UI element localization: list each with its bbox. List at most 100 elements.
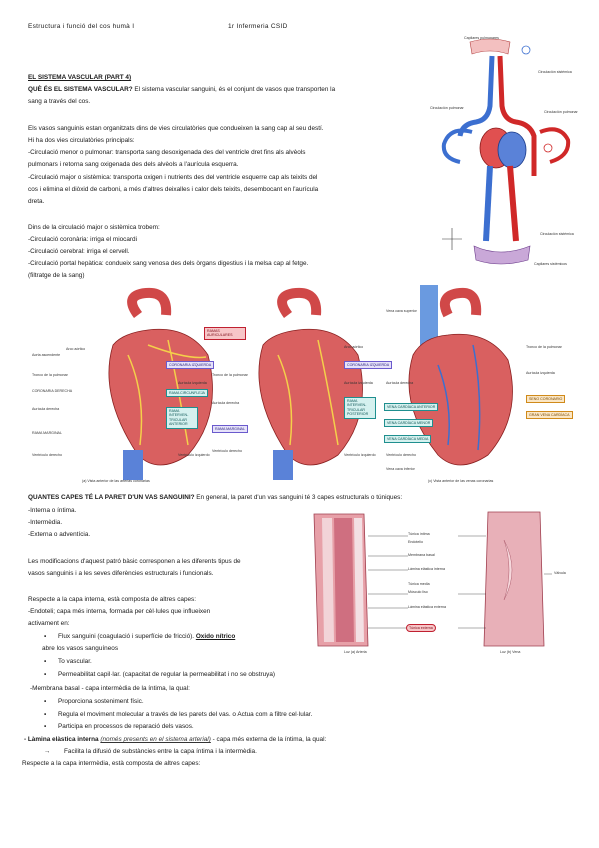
memb-item-1: ▪Proporciona sosteniment físic. [44,696,144,708]
p6-line2-text: Facilita la difusió de substàncies entre… [64,748,257,755]
pulmonary-right-loop [539,127,571,164]
p3-line1: Les modificacions d'aquest patró bàsic c… [28,558,241,565]
endo-item-1: ▪Flux sanguini (coagulació i superfície … [44,631,235,643]
h2-box-ramas-auriculares: RAMAS AURICULARES [204,327,246,340]
descending-aorta [507,165,519,242]
valve-shape [503,539,513,601]
memb-item-3: ▪ Participa en processos de reparació del… [44,721,194,733]
h1-box-circunfleja: RAMA CIRCUNFLEJA [166,389,208,398]
q2-line: QUANTES CAPES TÉ LA PARET D'UN VAS SANGU… [28,492,402,504]
h1-label-aorta: Aorta ascendente [32,353,61,357]
vessel-label-intima: Túnica íntima [408,532,430,536]
h2-vessels [277,339,339,446]
p2-line2: -Circulació coronària: irriga el miocard… [28,236,138,243]
p6-line2: →Facilita la difusió de substàncies entr… [44,746,257,758]
h1-label-ventriculo: Ventrículo derecho [32,453,62,457]
endo-2: To vascular. [58,658,92,665]
h2-label-auricula-der: Aurícula derecha [212,401,240,405]
vessel-label-lamina-int: Lámina elástica interna [408,567,445,571]
h3-box-seno-coronario: SENO CORONARIO [526,395,566,404]
h3-label-vena-cava-inf: Vena cava inferior [386,467,415,471]
aorta-path [497,55,537,176]
h1-label-tronco: Tronco de la pulmonar [32,373,68,377]
p4-line3: activament en: [28,620,70,627]
memb-3: Participa en processos de reparació dels… [58,723,194,730]
p1-line4: pulmonars i retorna sang oxigenada des d… [28,161,239,168]
p6-a: - Làmina elàstica interna [24,736,101,743]
title-text: EL SISTEMA VASCULAR (PART 4) [28,74,132,81]
h3-aorta [440,287,482,318]
circ-label-6: Capilares pulmonares [464,36,499,40]
vessel-label-membrana: Membrana basal [408,553,435,557]
pulmonary-left-loop [441,128,473,164]
h3-box-gran-vena: GRAN VENA CARDÍACA [526,411,573,420]
p6-c: - capa més externa de la íntima, la qual… [210,736,327,743]
h3-box-vena-anterior: VENA CARDÍACA ANTERIOR [384,403,439,412]
artery-layer-2 [334,518,354,642]
h1-label-auricula: Aurícula derecha [32,407,60,411]
vessel-label-media: Túnica media [408,582,430,586]
endo-item-1-cont: abre los vasos sanguíneos [42,645,119,652]
vena-cava-path [457,55,495,137]
p3-line2: vasos sanguinis i a les seves diferèncie… [28,570,214,577]
h1-vessels [127,339,207,446]
q2-answer: En general, la paret d'un vas sanguini t… [194,494,403,501]
bullet: ▪ [44,723,47,730]
artery-layer-3 [354,518,364,642]
p7-line: Respecte a la capa intermèdia, està comp… [22,760,201,767]
q1-line2: sang a través del cos. [28,98,91,105]
co2-circle [521,45,531,55]
p1-line5: -Circulació major o sistèmica: transport… [28,174,318,181]
h2-box-rama-marginal: RAMA MARGINAL [212,425,248,434]
h2-label-arco: Arco aórtico [344,345,364,349]
h2-body [258,328,363,466]
section-title: EL SISTEMA VASCULAR (PART 4) [28,72,131,84]
p6-line1: - Làmina elàstica interna (només present… [24,734,326,746]
endo-1b: Oxido nítrico [195,633,236,640]
h2-label-ventriculo-izq: Ventrículo izquierdo [344,453,376,457]
layer-2: -Intermèdia. [28,519,63,526]
h1-label-coronaria-derecha: CORONARIA DERECHA [32,389,73,393]
h2-label-auricula-izq: Aurícula izquierda [344,381,373,385]
p4-line1: Respecte a la capa interna, està compost… [28,596,197,603]
h1-box-interventricular: RAMA INTERVEN-TRICULAR ANTERIOR [166,407,198,429]
h1-aorta [127,287,172,318]
endo-1a: Flux sanguini (coagulació i superfície d… [58,633,196,640]
q1-answer: El sistema vascular sanguini, és el conj… [132,86,336,93]
h1-box-coronaria-izq: CORONARIA IZQUIERDA [166,361,215,370]
vessel-caption-arteria: Luz (a) Arteria [344,650,367,654]
vessel-label-valvula: Válvula [554,571,566,575]
endo-item-2: ▪To vascular. [44,656,92,668]
circulation-svg [441,38,571,265]
lower-capillaries [473,245,531,265]
h1-vena [123,450,143,480]
circulation-diagram: Circulación sistémica Circulación pulmon… [430,36,585,276]
p1-line3: -Circulació menor o pulmonar: transporta… [28,149,306,156]
artery-layer-1 [322,518,334,642]
h2-aorta [277,287,322,318]
h1-label-auricula-izq: Aurícula izquierda [178,381,207,385]
vessel-label-musculo: Músculo liso [408,590,428,594]
h2-box-coronaria-izq: CORONARIA IZQUIERDA [344,361,393,370]
p4-line2: -Endoteli; capa més interna, formada per… [28,608,211,615]
h2-label-ventriculo-der: Ventrículo derecho [212,449,242,453]
h3-label-auricula-der: Aurícula derecha [386,381,414,385]
bullet: ▪ [44,711,47,718]
vein-wall [483,511,545,647]
circ-label-5: Capilares sistémicos [534,262,567,266]
p1-line1: Els vasos sanguinis estan organitzats di… [28,125,324,132]
circ-label-2: Circulación pulmonar [430,106,464,110]
p2-line5: (filtratge de la sang) [28,272,85,279]
memb-item-2: ▪ Regula el moviment molecular a través d… [44,709,312,721]
circ-label-1: Circulación sistémica [538,70,572,74]
h3-vena-cava [420,285,438,355]
h2-box-interventricular-post: RAMA INTERVEN-TRICULAR POSTERIOR [344,397,376,419]
upper-capillaries [469,38,511,55]
p1-line7: dreta. [28,198,45,205]
memb-2: Regula el moviment molecular a través de… [58,711,313,718]
vessel-figure: Túnica íntima Endotelio Membrana basal L… [308,510,576,660]
coronary-svg [108,285,513,480]
vessel-label-lamina-ext: Lámina elástica externa [408,605,446,609]
circ-label-4: Circulación sistémica [540,232,574,236]
h2-vena [273,450,293,480]
